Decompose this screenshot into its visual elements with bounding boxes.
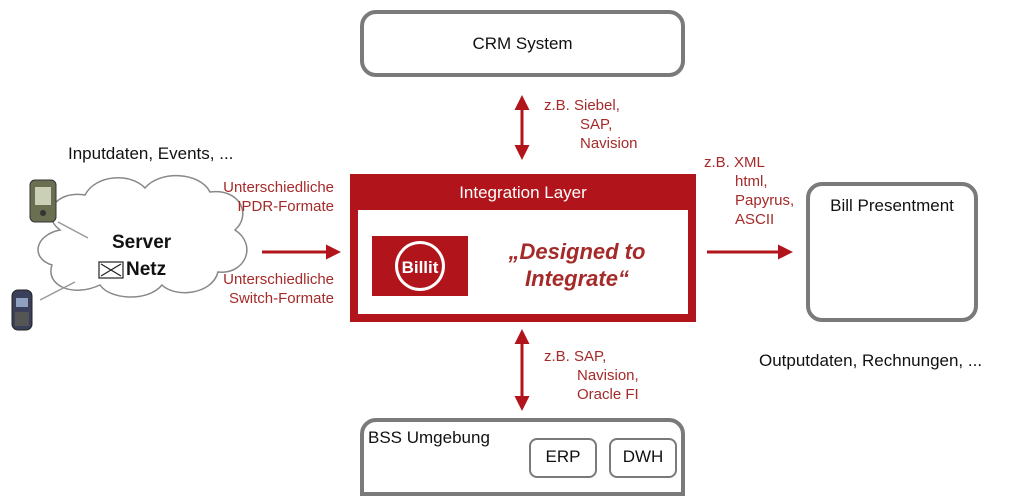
switch-label: Unterschiedliche Switch-Formate bbox=[223, 271, 334, 307]
billit-logo: Billit bbox=[372, 236, 468, 296]
bss-connection-label: z.B. SAP, Navision, Oracle FI bbox=[544, 348, 639, 403]
crm-system-title: CRM System bbox=[472, 34, 573, 53]
bill-presentment-title: Bill Presentment bbox=[830, 196, 954, 215]
crm-system-box: CRM System bbox=[360, 10, 685, 77]
crm-connection-label: z.B. Siebel, SAP, Navision bbox=[544, 97, 638, 152]
cloud-label-netz: Netz bbox=[126, 259, 167, 280]
bss-environment-box: BSS Umgebung ERP DWH bbox=[360, 418, 685, 496]
switch-icon bbox=[98, 261, 124, 279]
bill-presentment-box: Bill Presentment bbox=[806, 182, 978, 322]
dwh-box: DWH bbox=[609, 438, 677, 478]
pda-device-icon bbox=[29, 179, 57, 223]
bss-environment-title: BSS Umgebung bbox=[368, 428, 490, 447]
integration-layer-content: Billit „Designed to Integrate“ bbox=[358, 210, 688, 314]
output-caption: Outputdaten, Rechnungen, ... bbox=[759, 351, 983, 370]
integration-layer-box: Integration Layer Billit „Designed to In… bbox=[350, 174, 696, 322]
erp-box: ERP bbox=[529, 438, 597, 478]
input-caption: Inputdaten, Events, ... bbox=[68, 144, 234, 163]
integration-slogan: „Designed to Integrate“ bbox=[508, 239, 646, 291]
billit-logo-text: Billit bbox=[402, 258, 439, 277]
phone-device-icon bbox=[11, 289, 33, 331]
ipdr-label: Unterschiedliche IPDR-Formate bbox=[223, 179, 334, 215]
integration-layer-title: Integration Layer bbox=[459, 183, 587, 202]
output-formats-label: z.B. XML html, Papyrus, ASCII bbox=[704, 154, 795, 228]
cloud-label-server: Server bbox=[112, 232, 172, 253]
